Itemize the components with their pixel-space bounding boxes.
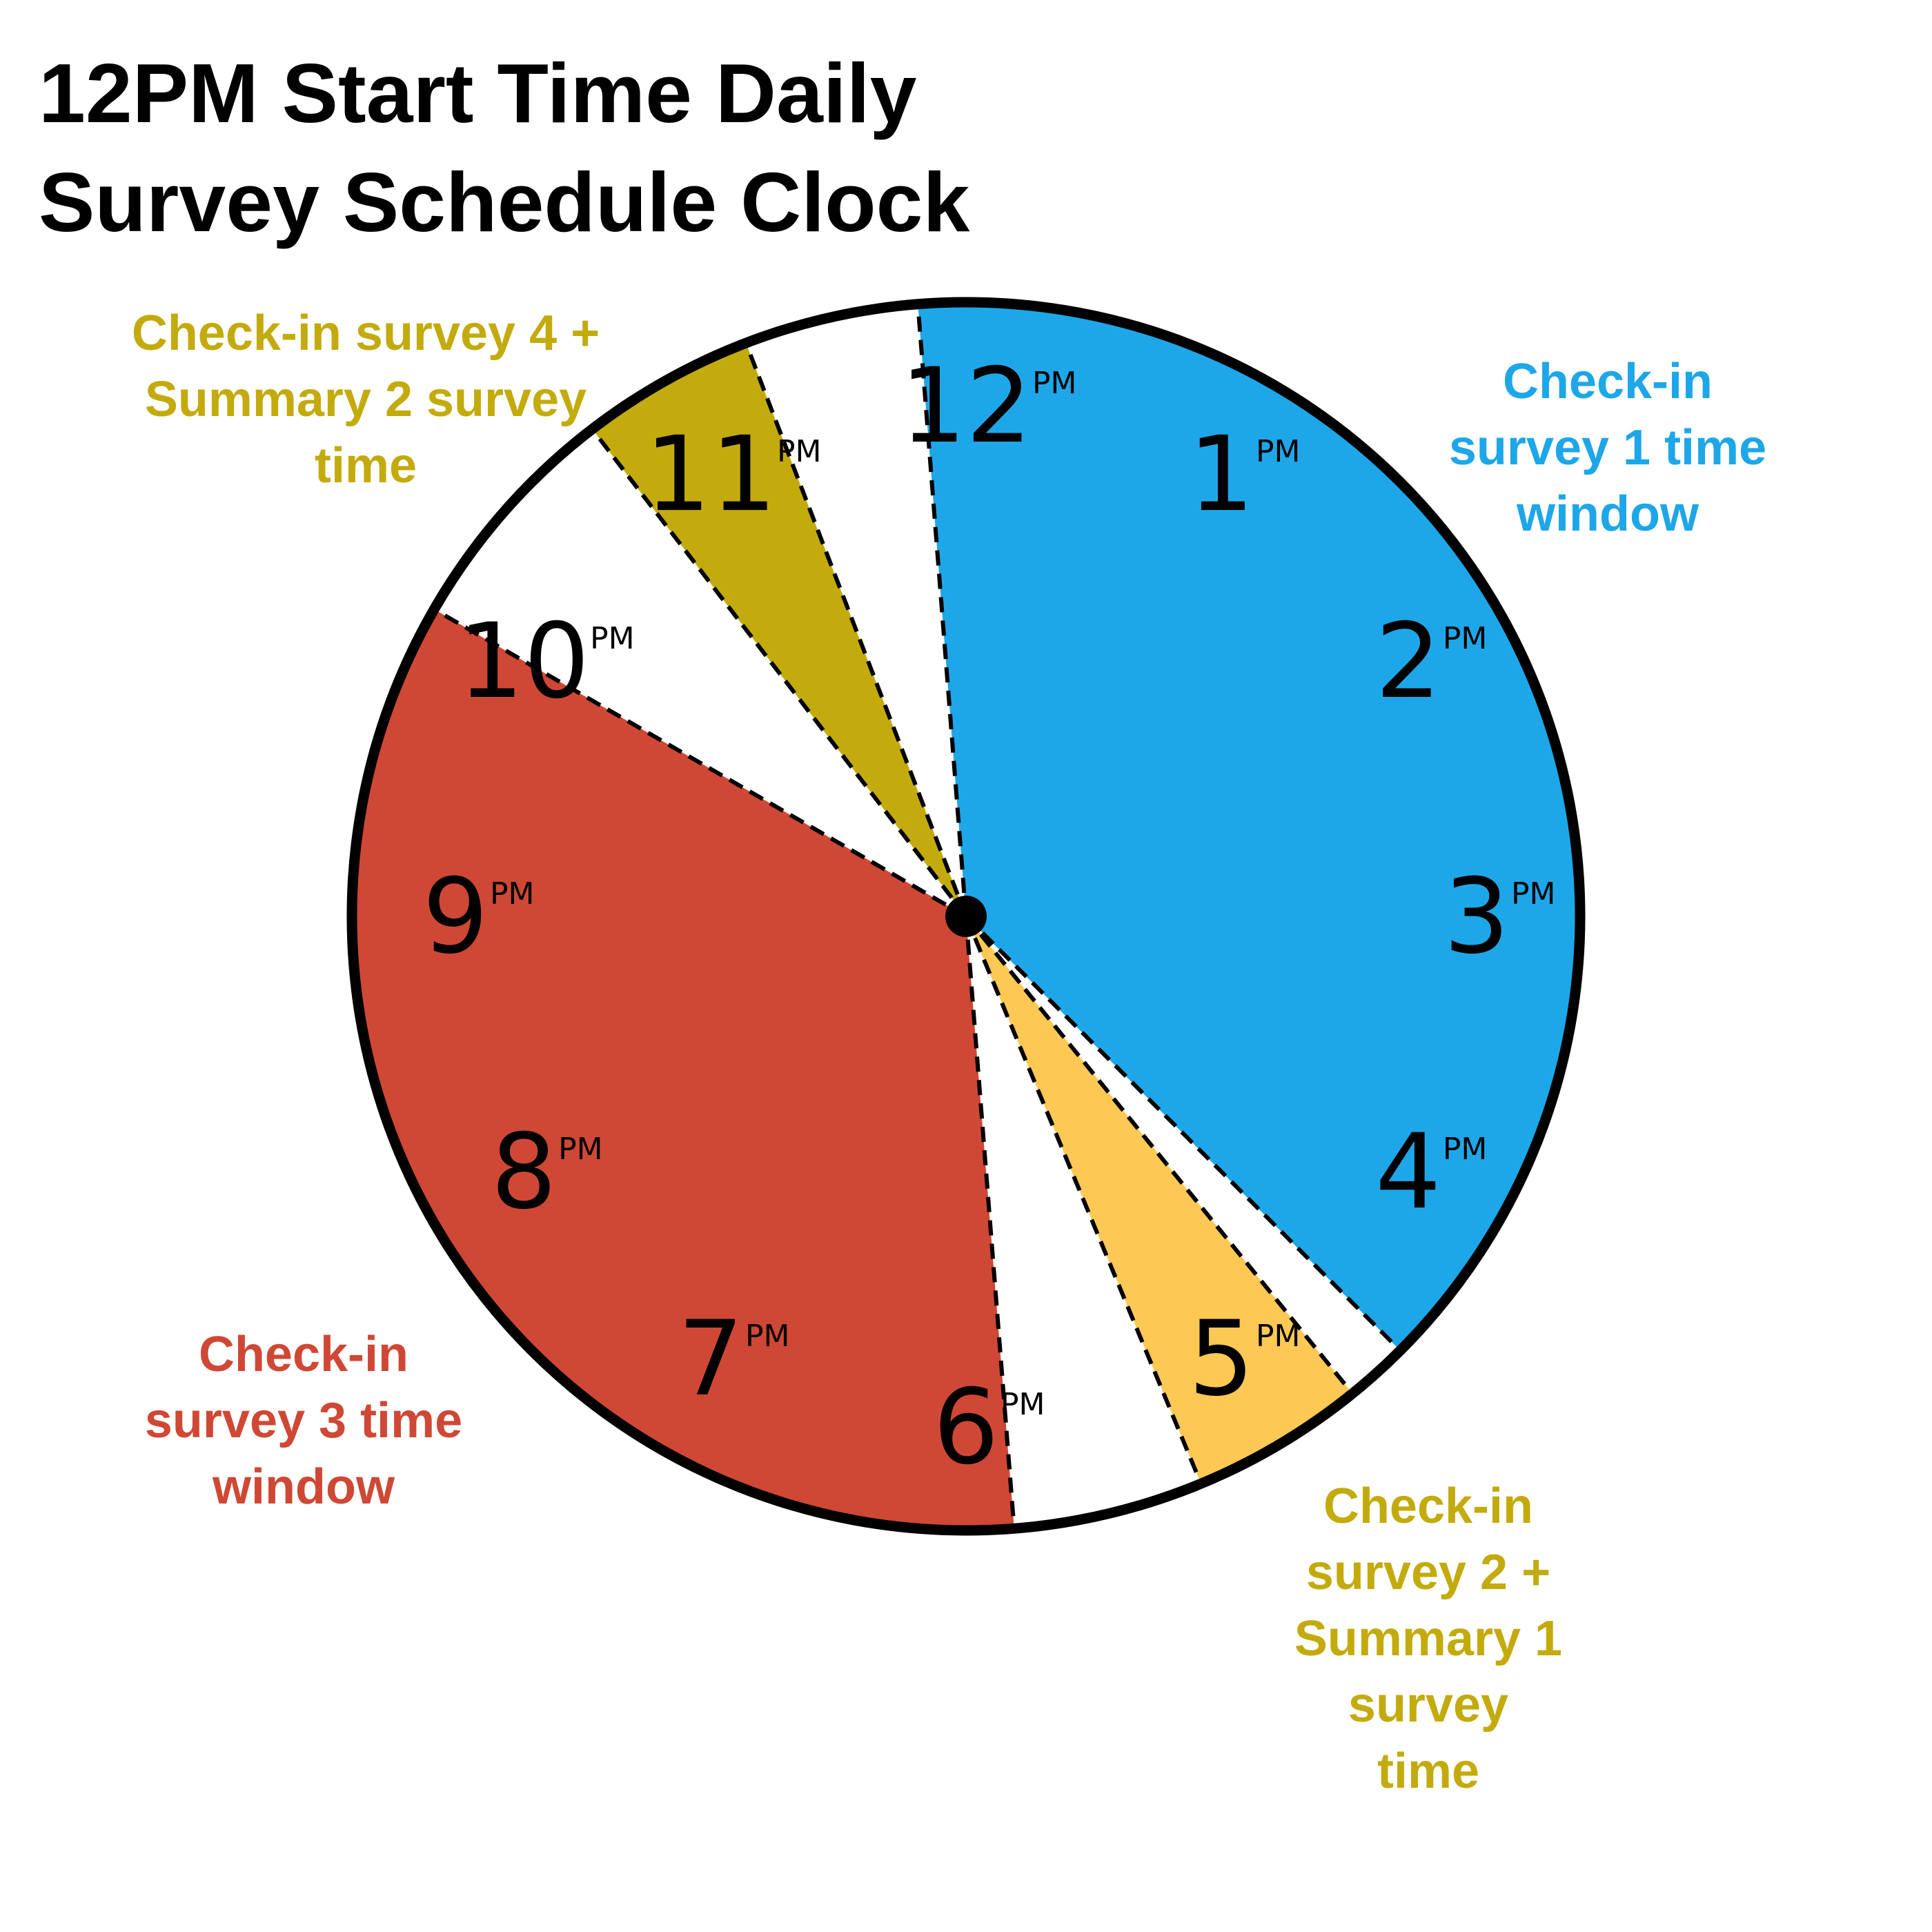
hour-3-label: 3 xyxy=(1443,857,1509,977)
hour-9-label: 9 xyxy=(422,857,488,977)
label-survey-1: Check-in survey 1 time window xyxy=(1401,348,1815,547)
hour-1-suffix: PM xyxy=(1256,434,1301,469)
center-pivot xyxy=(945,896,987,937)
clock-rim xyxy=(346,297,1586,1536)
hour-2-label: 2 xyxy=(1375,602,1441,722)
hour-5-label: 5 xyxy=(1188,1299,1254,1419)
hour-6-label: 6 xyxy=(933,1368,998,1488)
sector-boundaries xyxy=(433,304,1402,1529)
label-survey-2: Check-in survey 2 + Summary 1 survey tim… xyxy=(1242,1473,1615,1804)
hour-6-suffix: PM xyxy=(1000,1387,1045,1422)
label-survey-4-line-1: Check-in survey 4 + xyxy=(131,306,600,361)
hour-8-suffix: PM xyxy=(558,1132,603,1167)
label-survey-3: Check-in survey 3 time window xyxy=(97,1321,511,1520)
sector-boundary-survey-4-end xyxy=(744,342,968,918)
label-survey-2-line-3: Summary 1 xyxy=(1294,1611,1563,1666)
label-survey-2-line-1: Check-in xyxy=(1323,1479,1534,1534)
title-line-1: 12PM Start Time Daily xyxy=(39,46,917,140)
label-survey-4-line-3: time xyxy=(314,438,417,493)
hour-7-suffix: PM xyxy=(745,1319,790,1354)
label-survey-1-line-1: Check-in xyxy=(1502,354,1713,409)
label-survey-4-line-2: Summary 2 survey xyxy=(144,372,587,427)
sector-boundary-survey-4-start xyxy=(590,428,968,918)
hour-10-suffix: PM xyxy=(590,621,635,656)
label-survey-3-line-2: survey 3 time xyxy=(144,1393,463,1448)
sector-survey-3 xyxy=(351,609,1014,1531)
schedule-sectors xyxy=(351,302,1580,1531)
sector-boundary-survey-1-start xyxy=(916,304,968,917)
sector-boundary-survey-3-start xyxy=(964,916,1016,1529)
hour-9-suffix: PM xyxy=(490,876,535,911)
hour-4-suffix: PM xyxy=(1443,1132,1488,1167)
sector-boundary-survey-2-end xyxy=(964,915,1203,1485)
sector-survey-2 xyxy=(966,916,1353,1484)
hour-12-suffix: PM xyxy=(1032,366,1077,401)
hour-7-label: 7 xyxy=(678,1299,743,1419)
label-survey-1-line-3: window xyxy=(1517,486,1699,542)
label-survey-3-line-1: Check-in xyxy=(198,1327,409,1382)
hour-3-suffix: PM xyxy=(1511,876,1556,911)
hour-1-label: 1 xyxy=(1188,415,1254,535)
sector-boundary-survey-2-start xyxy=(964,915,1354,1395)
hour-8-label: 8 xyxy=(491,1112,556,1232)
label-survey-2-line-5: time xyxy=(1377,1744,1480,1799)
hour-10-label: 10 xyxy=(458,602,590,722)
label-survey-3-line-3: window xyxy=(213,1459,395,1515)
label-survey-1-line-2: survey 1 time xyxy=(1448,420,1767,475)
hour-11-label: 11 xyxy=(645,415,777,535)
hour-11-suffix: PM xyxy=(777,434,822,469)
label-survey-2-line-2: survey 2 + xyxy=(1305,1545,1551,1600)
hour-2-suffix: PM xyxy=(1443,621,1488,656)
hour-4-label: 4 xyxy=(1375,1112,1441,1232)
label-survey-4: Check-in survey 4 + Summary 2 survey tim… xyxy=(90,300,642,499)
hour-5-suffix: PM xyxy=(1256,1319,1301,1354)
sector-survey-4 xyxy=(592,343,966,917)
sector-survey-1 xyxy=(918,302,1580,1351)
sector-boundary-survey-1-end xyxy=(964,914,1402,1352)
label-survey-2-line-4: survey xyxy=(1348,1677,1509,1733)
page-title: 12PM Start Time Daily Survey Schedule Cl… xyxy=(39,39,969,257)
hour-12-label: 12 xyxy=(900,346,1032,466)
title-line-2: Survey Schedule Clock xyxy=(39,155,970,249)
sector-boundary-survey-3-end xyxy=(433,607,967,918)
